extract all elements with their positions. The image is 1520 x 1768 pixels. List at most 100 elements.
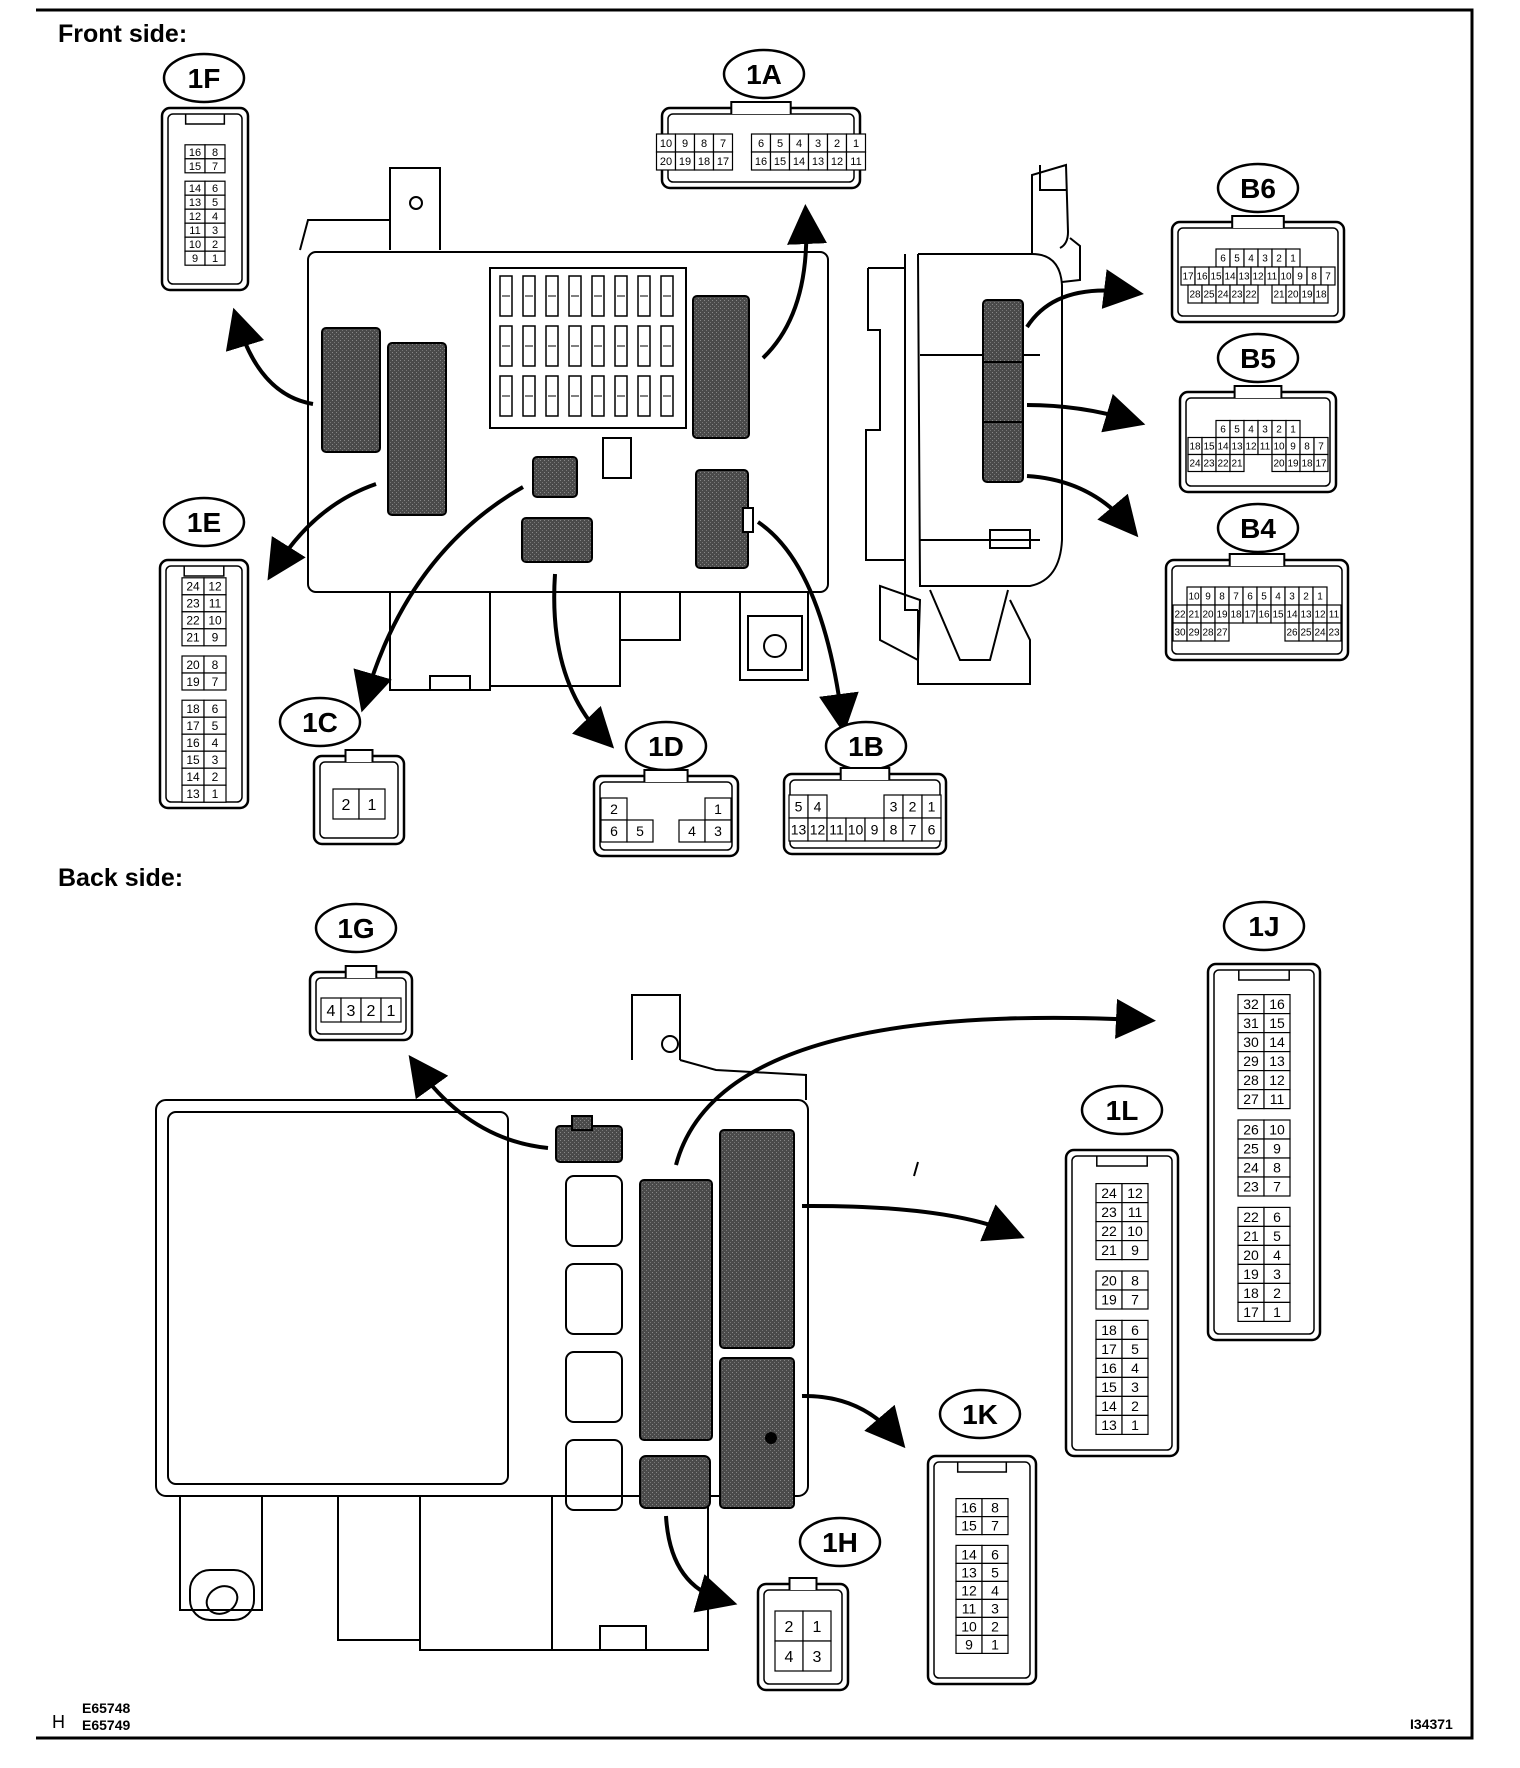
pin-number: 12 xyxy=(961,1582,977,1598)
connector-label-bubble xyxy=(162,496,246,548)
pin-cell xyxy=(1243,284,1259,304)
pin-number: 1 xyxy=(212,253,218,265)
pin-number: 3 xyxy=(347,1003,356,1020)
pin-number: 10 xyxy=(1188,592,1200,603)
pin-cell xyxy=(712,151,734,171)
pin-number: 4 xyxy=(814,799,822,815)
fuse-slot xyxy=(568,375,582,417)
pin-number: 15 xyxy=(961,1518,977,1534)
pin-number: 12 xyxy=(208,580,222,594)
connector-latch xyxy=(643,769,689,782)
pin-number: 8 xyxy=(1311,272,1317,283)
pin-number: 3 xyxy=(813,1649,822,1666)
pin-number: 5 xyxy=(1131,1341,1139,1357)
pin-number: 24 xyxy=(1314,628,1326,639)
connector-label: B4 xyxy=(1240,513,1276,544)
pin-number: 23 xyxy=(1328,628,1340,639)
fuse-slot xyxy=(614,375,628,417)
pin-number: 10 xyxy=(1127,1223,1143,1239)
pin-number: 3 xyxy=(1262,254,1268,265)
front-connector-sockets xyxy=(321,295,754,569)
pin-number: 10 xyxy=(660,138,672,150)
connector-latch xyxy=(839,767,891,780)
fuse-slot xyxy=(591,325,605,367)
pin-number: 7 xyxy=(212,675,219,689)
connector-latch xyxy=(1238,970,1290,981)
pin-number: 19 xyxy=(1287,459,1299,470)
connector-label-bubble xyxy=(1216,332,1300,384)
connector-label: 1A xyxy=(746,59,782,90)
back-side-title: Back side: xyxy=(58,864,184,892)
pin-number: 2 xyxy=(1131,1398,1139,1414)
front-side-title: Front side: xyxy=(58,20,188,48)
pin-number: 18 xyxy=(1230,610,1242,621)
pin-number: 14 xyxy=(1269,1034,1285,1050)
pin-number: 19 xyxy=(186,675,200,689)
pin-number: 21 xyxy=(1231,459,1243,470)
pin-cell xyxy=(203,672,227,691)
pin-cell xyxy=(981,1634,1009,1655)
pin-number: 4 xyxy=(1248,425,1254,436)
pin-number: 1 xyxy=(928,799,936,815)
pin-number: 30 xyxy=(1243,1034,1259,1050)
pin-number: 1 xyxy=(212,787,219,801)
pin-number: 9 xyxy=(1205,592,1211,603)
pin-number: 19 xyxy=(1101,1292,1117,1308)
pin-number: 12 xyxy=(1127,1185,1143,1201)
pin-cell xyxy=(380,997,402,1023)
pin-number: 17 xyxy=(1244,610,1256,621)
pin-number: 23 xyxy=(1243,1179,1259,1195)
pin-number: 8 xyxy=(1219,592,1225,603)
back-connector-sockets xyxy=(555,1115,795,1509)
fuse-slot xyxy=(591,375,605,417)
pin-number: 3 xyxy=(890,799,898,815)
back-arrows xyxy=(408,998,1156,1613)
fuse-slot xyxy=(522,275,536,317)
pin-number: 3 xyxy=(714,823,722,839)
pin-number: 16 xyxy=(1269,996,1285,1012)
connector-label: 1L xyxy=(1106,1095,1139,1126)
pin-cell xyxy=(1313,284,1329,304)
pin-number: 14 xyxy=(1224,272,1236,283)
front-arrows xyxy=(225,204,1146,749)
pin-number: 7 xyxy=(1273,1179,1281,1195)
pin-number: 1 xyxy=(714,801,722,817)
pin-number: 14 xyxy=(793,156,805,168)
pin-number: 18 xyxy=(186,702,200,716)
pin-number: 15 xyxy=(774,156,786,168)
pin-number: 11 xyxy=(962,1600,977,1616)
connector-housing-inner xyxy=(167,113,243,285)
pin-number: 9 xyxy=(192,253,198,265)
fuse-slot xyxy=(522,325,536,367)
pin-number: 4 xyxy=(212,736,219,750)
pin-number: 18 xyxy=(1301,459,1313,470)
pin-number: 2 xyxy=(342,797,351,814)
pin-number: 11 xyxy=(1270,1091,1285,1107)
connector-latch xyxy=(184,114,226,125)
connector-label: 1G xyxy=(337,913,374,944)
fuse-slot xyxy=(660,375,674,417)
pin-number: 13 xyxy=(189,197,201,209)
pin-cell xyxy=(1263,1088,1291,1110)
outer-border xyxy=(36,8,1474,1740)
connector-label-bubble xyxy=(162,52,246,104)
pin-number: 11 xyxy=(1128,1204,1143,1220)
pin-cell xyxy=(845,151,867,171)
pin-number: 27 xyxy=(1216,628,1228,639)
pin-number: 6 xyxy=(1247,592,1253,603)
pin-number: 14 xyxy=(1217,442,1229,453)
pin-number: 28 xyxy=(1243,1072,1259,1088)
fuse-slot xyxy=(637,375,651,417)
footer-code-2: E65749 xyxy=(82,1717,131,1733)
pin-number: 5 xyxy=(1273,1228,1281,1244)
pin-cell xyxy=(204,158,226,174)
pin-number: 11 xyxy=(1267,272,1278,283)
pin-number: 2 xyxy=(1303,592,1309,603)
pin-number: 6 xyxy=(1220,254,1226,265)
pin-number: 12 xyxy=(810,822,826,838)
pin-number: 15 xyxy=(186,753,200,767)
pin-number: 24 xyxy=(1101,1185,1117,1201)
